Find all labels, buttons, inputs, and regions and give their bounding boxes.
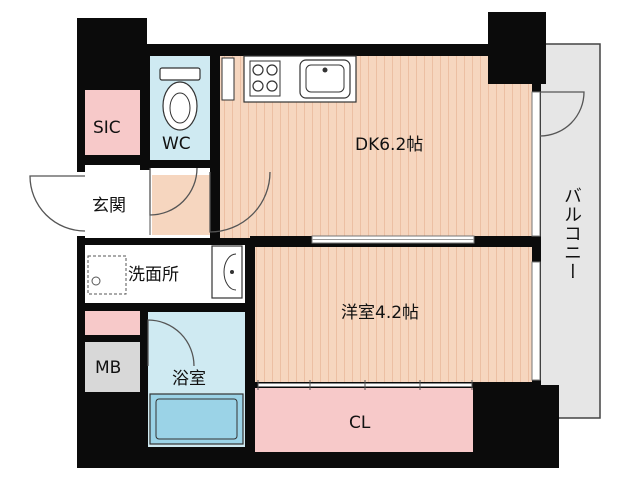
room-label-senmenjo: 洗面所 bbox=[128, 265, 179, 285]
balcony-area bbox=[537, 43, 601, 419]
washbasin-icon bbox=[211, 245, 243, 299]
door-swing-icon bbox=[209, 171, 271, 233]
yoshitsu-room bbox=[253, 247, 532, 382]
bathtub-icon bbox=[149, 393, 244, 445]
room-label-yokushitsu: 浴室 bbox=[172, 369, 206, 389]
fridge-space bbox=[221, 57, 235, 101]
partition bbox=[245, 238, 255, 452]
entrance-opening bbox=[77, 172, 87, 236]
window-dk bbox=[531, 91, 541, 237]
room-label-genkan: 玄関 bbox=[92, 196, 126, 216]
room-label-balcony: バルコニー bbox=[561, 186, 582, 281]
partition bbox=[85, 155, 142, 163]
cl-closet bbox=[255, 388, 473, 452]
toilet-icon bbox=[159, 67, 201, 131]
mb-closet bbox=[85, 342, 140, 392]
room-label-cl: CL bbox=[349, 413, 371, 433]
closet-door-ticks bbox=[257, 380, 473, 390]
window-yoshitsu bbox=[531, 261, 541, 381]
partition bbox=[150, 160, 212, 168]
room-label-wc: WC bbox=[162, 134, 191, 154]
sink-icon bbox=[299, 59, 351, 99]
door-swing-icon bbox=[29, 175, 86, 232]
partition bbox=[85, 392, 142, 399]
partition bbox=[140, 56, 150, 170]
door-swing-icon bbox=[539, 91, 585, 137]
senmenjo-strip bbox=[85, 310, 140, 335]
partition bbox=[210, 56, 220, 168]
room-label-yoshitsu: 洋室4.2帖 bbox=[341, 303, 420, 323]
stove-icon bbox=[249, 60, 281, 97]
wall-block-tl bbox=[77, 18, 147, 64]
room-label-sic: SIC bbox=[93, 118, 121, 138]
room-label-mb: MB bbox=[95, 358, 122, 378]
sic-room bbox=[85, 90, 140, 155]
door-swing-icon bbox=[147, 319, 195, 367]
room-label-dk: DK6.2帖 bbox=[355, 135, 424, 155]
partition bbox=[85, 303, 245, 311]
partition bbox=[85, 335, 142, 342]
washing-machine-icon bbox=[87, 255, 127, 295]
genkan-step bbox=[152, 175, 210, 235]
door-swing-icon bbox=[149, 167, 198, 216]
partition bbox=[85, 238, 250, 245]
partition bbox=[140, 311, 148, 452]
wall-block-br bbox=[473, 385, 559, 468]
